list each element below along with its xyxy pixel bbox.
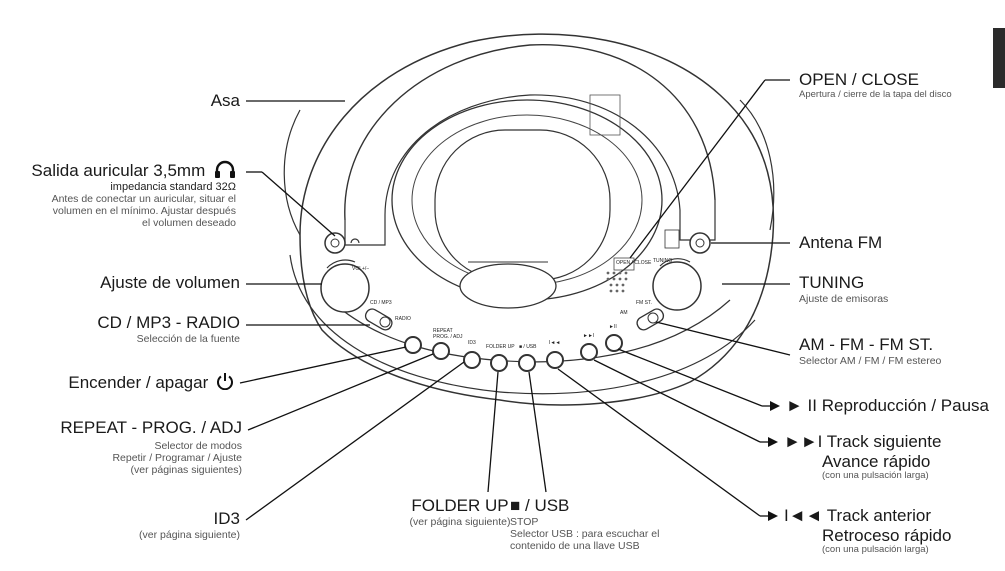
repeat-button: [432, 342, 450, 360]
usb-stop: STOP: [510, 515, 539, 528]
headphone-icon: [215, 160, 235, 178]
headphone-impedance: impedancia standard 32Ω: [110, 180, 236, 193]
headphone-device-icon: [350, 238, 360, 244]
handle-left-post: [344, 215, 386, 246]
tuning-device-label: TUNING: [653, 258, 672, 264]
tuning-knob: [652, 261, 702, 311]
label-tuning: TUNING Ajuste de emisoras: [799, 273, 989, 305]
power-icon: [217, 373, 233, 391]
leader-lines: [239, 79, 791, 521]
handle-outer: [344, 44, 716, 221]
prev-title-2: Retroceso rápido: [822, 525, 952, 545]
vol-device-label: VOL+/−: [352, 266, 369, 272]
handle-inner: [384, 94, 681, 216]
device-side-left: [283, 109, 301, 236]
power-button: [404, 336, 422, 354]
usb-device-label: ■ / USB: [519, 344, 537, 350]
open-sub: Apertura / cierre de la tapa del disco: [799, 88, 952, 100]
arrowheads: [768, 401, 780, 521]
prev-button: [546, 351, 564, 369]
band-sub: Selector AM / FM / FM estereo: [799, 354, 942, 367]
label-next: ►►I Track siguiente Avance rápido (con u…: [784, 432, 994, 482]
open-close-device-label: OPEN / CLOSE: [616, 260, 652, 266]
folder-up-button: [490, 354, 508, 372]
label-band: AM - FM - FM ST. Selector AM / FM / FM e…: [799, 335, 999, 367]
power-text: Encender / apagar: [68, 373, 209, 392]
label-antenna: Antena FM: [799, 233, 883, 252]
source-title: CD / MP3 - RADIO: [97, 313, 240, 332]
repeat-device-label: REPEAT: [433, 328, 453, 334]
id3-sub: (ver página siguiente): [139, 528, 240, 541]
progadj-device-label: PROG. / ADJ: [433, 334, 463, 340]
radio-device-label: RADIO: [395, 316, 411, 322]
folder-sub: (ver página siguiente): [409, 515, 511, 528]
folder-device-label: FOLDER UP: [486, 344, 515, 350]
band-title: AM - FM - FM ST.: [799, 335, 934, 354]
next-device-label: ►►I: [583, 333, 594, 339]
speaker-dots: [606, 271, 628, 293]
play-device-label: ►II: [609, 324, 617, 330]
headphone-note-3: el volumen deseado: [142, 217, 236, 230]
next-title-2: Avance rápido: [822, 451, 931, 471]
label-play-pause: ► II Reproducción / Pausa: [786, 396, 989, 415]
folder-title: FOLDER UP: [411, 496, 509, 515]
headphone-title-text: Salida auricular 3,5mm: [31, 161, 206, 180]
label-prev: I◄◄ Track anterior Retroceso rápido (con…: [784, 506, 994, 556]
next-title-1: ►►I Track siguiente: [784, 432, 942, 451]
usb-sub-2: contenido de una llave USB: [510, 539, 640, 552]
device-body: [299, 33, 775, 406]
repeat-sub-2: Repetir / Programar / Ajuste: [112, 451, 242, 464]
device-lower-ring: [289, 254, 756, 395]
label-handle: Asa: [210, 91, 240, 110]
prev-sub: (con una pulsación larga): [822, 544, 929, 556]
tuning-sub: Ajuste de emisoras: [799, 292, 889, 305]
headphone-note-2: volumen en el mínimo. Ajustar después: [52, 205, 236, 218]
repeat-sub-3: (ver páginas siguientes): [130, 463, 242, 476]
page-edge-tab: [993, 28, 1005, 88]
cdmp3-device-label: CD / MP3: [370, 300, 392, 306]
open-title: OPEN / CLOSE: [799, 70, 919, 89]
am-device-label: AM: [620, 310, 628, 316]
next-sub: (con una pulsación larga): [822, 470, 929, 482]
label-source: CD / MP3 - RADIO Selección de la fuente: [20, 313, 240, 345]
display-window: [459, 263, 557, 309]
fmst-device-label: FM ST.: [636, 300, 652, 306]
label-open-close: OPEN / CLOSE Apertura / cierre de la tap…: [799, 70, 1005, 100]
label-headphone: Salida auricular 3,5mm impedancia standa…: [0, 160, 236, 229]
label-id3: ID3 (ver página siguiente): [20, 509, 240, 541]
headphone-note-1: Antes de conectar un auricular, situar e…: [51, 193, 236, 206]
headphone-title: Salida auricular 3,5mm: [0, 160, 236, 181]
play-pause-button: [605, 334, 623, 352]
label-volume: Ajuste de volumen: [100, 273, 240, 292]
usb-title: ■ / USB: [510, 496, 570, 515]
open-close-button: [613, 257, 635, 271]
label-folder-up: FOLDER UP (ver página siguiente): [380, 496, 540, 528]
id3-title: ID3: [213, 509, 240, 528]
label-power: Encender / apagar: [10, 372, 234, 393]
id3-device-label: ID3: [468, 340, 476, 346]
repeat-sub-1: Selector de modos: [154, 439, 242, 452]
prev-device-label: I◄◄: [549, 340, 560, 346]
tuning-title: TUNING: [799, 273, 865, 292]
volume-knob: [320, 263, 370, 313]
id3-button: [463, 351, 481, 369]
next-button: [580, 343, 598, 361]
repeat-title: REPEAT - PROG. / ADJ: [60, 418, 242, 437]
device-side-right: [739, 99, 775, 231]
usb-sub-1: Selector USB : para escuchar el: [510, 527, 660, 540]
label-stop-usb: ■ / USB STOP Selector USB : para escucha…: [510, 496, 710, 552]
prev-title-1: I◄◄ Track anterior: [784, 506, 932, 525]
label-repeat: REPEAT - PROG. / ADJ Selector de modos R…: [20, 418, 242, 476]
stop-usb-button: [518, 354, 536, 372]
source-sub: Selección de la fuente: [136, 332, 240, 345]
